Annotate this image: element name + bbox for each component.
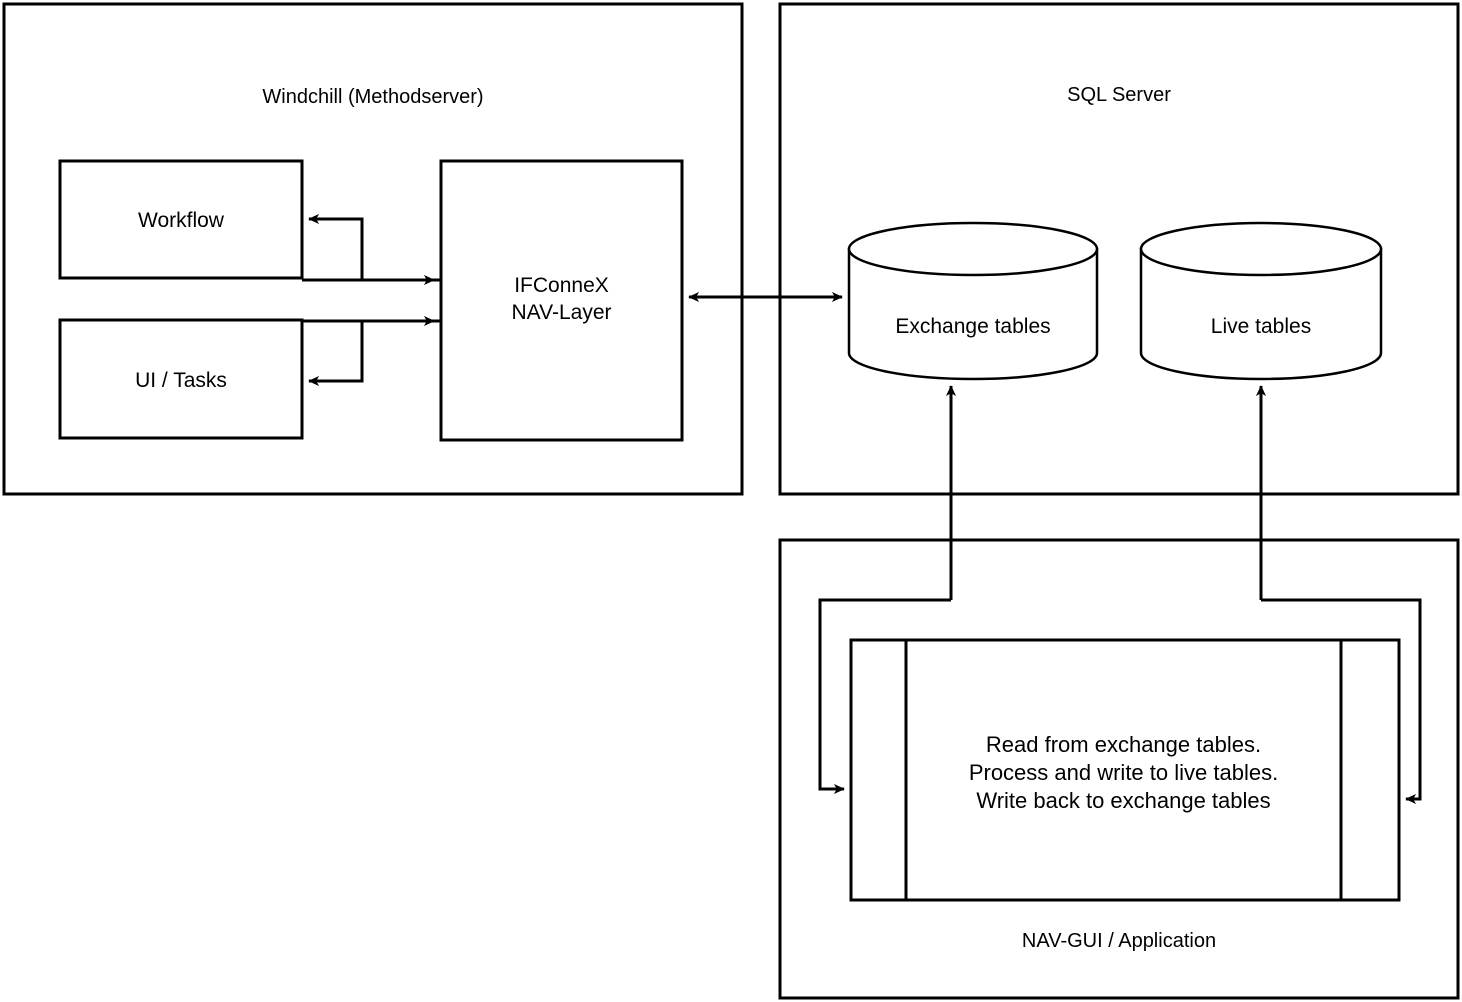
box-ifconnex-nav-layer: [439, 159, 684, 442]
cylinder-exchange-tables: [847, 221, 1099, 381]
connector-ifconnex-to-ui-tasks: [308, 319, 441, 387]
cylinder-live-tables: [1139, 221, 1383, 381]
box-nav-gui-process: [849, 638, 1401, 902]
connector-nav-gui-left-inflow: [818, 598, 951, 795]
box-workflow: [58, 159, 304, 280]
connector-nav-gui-right-inflow: [1261, 598, 1422, 805]
box-ui-tasks: [58, 318, 304, 440]
